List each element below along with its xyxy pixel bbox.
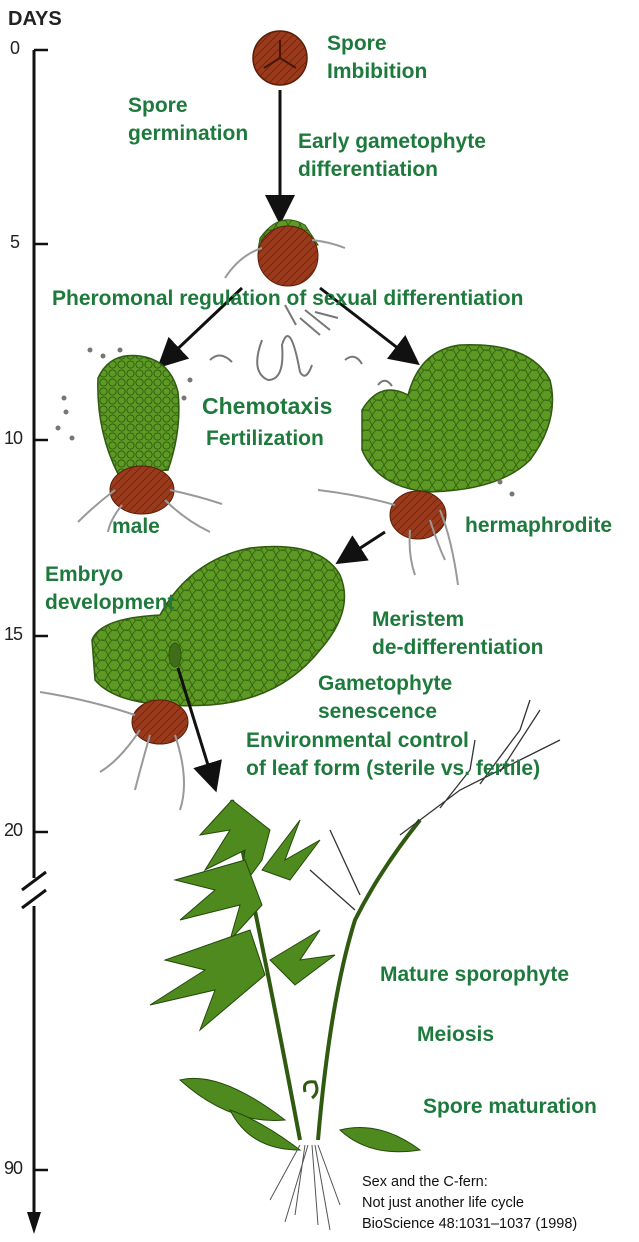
sperm-icon [209, 304, 393, 387]
citation: Sex and the C-fern: Not just another lif… [362, 1174, 578, 1232]
tick-label: 10 [4, 428, 23, 448]
hermaphrodite-gametophyte-icon [317, 344, 554, 586]
germinating-spore-icon [224, 219, 346, 287]
male-gametophyte-icon [55, 347, 223, 533]
tick-label: 90 [4, 1158, 23, 1178]
label-male: male [112, 515, 160, 538]
tick-label: 20 [4, 820, 23, 840]
label-mature-sporophyte: Mature sporophyte [380, 963, 570, 986]
mature-gametophyte-icon [39, 545, 346, 811]
axis-title: DAYS [8, 8, 62, 30]
days-axis [21, 48, 48, 1234]
tick-label: 0 [10, 38, 20, 58]
label-hermaphrodite: hermaphrodite [465, 514, 613, 537]
label-spore-maturation: Spore maturation [423, 1095, 597, 1118]
label-fertilization: Fertilization [206, 427, 324, 450]
tick-label: 15 [4, 624, 23, 644]
label-meiosis: Meiosis [417, 1023, 495, 1046]
tick-label: 5 [10, 232, 20, 252]
spore-icon [252, 30, 308, 86]
label-pheromonal-regulation: Pheromonal regulation of sexual differen… [52, 287, 524, 310]
sporophyte-icon [149, 699, 561, 1231]
label-chemotaxis: Chemotaxis [202, 393, 333, 419]
